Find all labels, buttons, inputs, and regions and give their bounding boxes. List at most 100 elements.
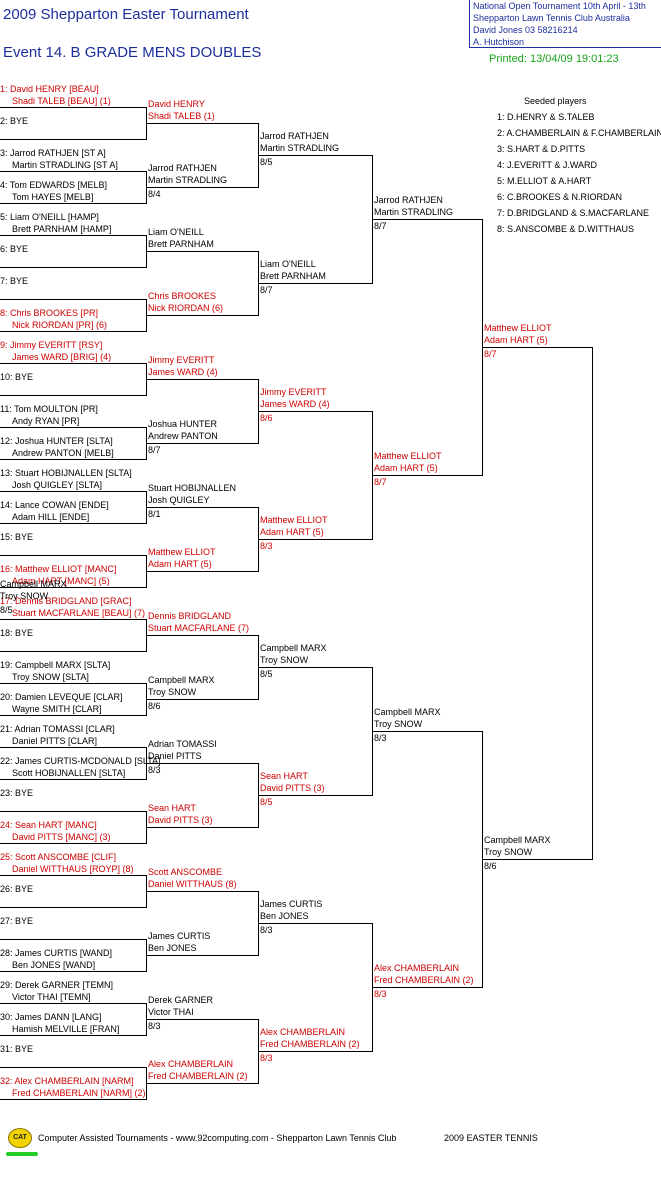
- match-player-b: Martin STRADLING: [148, 175, 228, 185]
- draw-entry-player-a: 7: BYE: [0, 276, 29, 286]
- match-player-a: Scott ANSCOMBE: [148, 867, 223, 877]
- draw-slot-line: [0, 715, 146, 716]
- match-line: [258, 155, 372, 156]
- match-player-a: Jarrod RATHJEN: [374, 195, 443, 205]
- match-player-a: Derek GARNER: [148, 995, 214, 1005]
- match-line: [258, 923, 372, 924]
- match-player-a: Alex CHAMBERLAIN: [260, 1027, 346, 1037]
- match-player-a: Matthew ELLIOT: [148, 547, 216, 557]
- draw-entry-player-b: Andrew PANTON [MELB]: [12, 447, 114, 458]
- draw-entry-player-b: Daniel WITTHAUS [ROYP] (8): [12, 863, 134, 874]
- match-player-a: Alex CHAMBERLAIN: [148, 1059, 234, 1069]
- draw-entry-player-a: 30: James DANN [LANG]: [0, 1012, 102, 1022]
- draw-entry-player-a: 29: Derek GARNER [TEMN]: [0, 980, 114, 990]
- draw-entry-player-b: Ben JONES [WAND]: [12, 959, 96, 970]
- match-line: [146, 1019, 258, 1020]
- info-box: [469, 0, 661, 48]
- match-player-a: Liam O'NEILL: [148, 227, 204, 237]
- draw-entry-player-a: 31: BYE: [0, 1044, 34, 1054]
- match-line: [146, 827, 258, 828]
- match-player-b: David PITTS (3): [148, 815, 213, 825]
- match-player-b: James WARD (4): [148, 367, 218, 377]
- match-player-a: Jarrod RATHJEN: [148, 163, 217, 173]
- match-player-b: Troy SNOW: [374, 719, 423, 729]
- match-score: 8/7: [260, 285, 273, 295]
- match-connector: [592, 347, 593, 860]
- draw-slot-line: [0, 683, 146, 684]
- match-player-b: Josh QUIGLEY: [148, 495, 210, 505]
- match-line: [146, 379, 258, 380]
- draw-entry-player-a: 3: Jarrod RATHJEN [ST A]: [0, 148, 106, 158]
- match-player-a: Alex CHAMBERLAIN: [374, 963, 460, 973]
- draw-slot-line: [0, 971, 146, 972]
- draw-entry-player-a: 13: Stuart HOBIJNALLEN [SLTA]: [0, 468, 132, 478]
- match-score: 8/3: [148, 1021, 161, 1031]
- match-player-a: James CURTIS: [148, 931, 211, 941]
- match-player-a: Sean HART: [260, 771, 308, 781]
- match-player-b: Troy SNOW: [484, 847, 533, 857]
- match-score: 8/7: [374, 477, 387, 487]
- match-score: 8/5: [260, 157, 273, 167]
- match-score: 8/5: [260, 797, 273, 807]
- draw-slot-line: [0, 651, 146, 652]
- draw-entry-player-a: 21: Adrian TOMASSI [CLAR]: [0, 724, 115, 734]
- match-player-b: Troy SNOW: [260, 655, 309, 665]
- match-player-b: Shadi TALEB (1): [148, 111, 215, 121]
- match-player-b: Stuart MACFARLANE (7): [148, 623, 250, 633]
- match-line: [146, 635, 258, 636]
- match-player-a: Campbell MARX: [484, 835, 551, 845]
- match-player-a: Campbell MARX: [260, 643, 327, 653]
- cat-logo-icon: CAT: [8, 1128, 32, 1148]
- draw-entry-player-b: David PITTS [MANC] (3): [12, 831, 111, 842]
- draw-slot-line: [0, 875, 146, 876]
- draw-slot-line: [0, 1003, 146, 1004]
- match-player-a: Jarrod RATHJEN: [260, 131, 329, 141]
- match-line: [482, 347, 592, 348]
- draw-entry-player-a: 23: BYE: [0, 788, 34, 798]
- match-player-b: Adam HART (5): [148, 559, 212, 569]
- draw-entry-player-b: Tom HAYES [MELB]: [12, 191, 94, 202]
- draw-entry-player-b: Brett PARNHAM [HAMP]: [12, 223, 112, 234]
- draw-entry-player-a: 5: Liam O'NEILL [HAMP]: [0, 212, 99, 222]
- match-line: [146, 763, 258, 764]
- draw-slot-line: [0, 363, 146, 364]
- draw-slot-line: [0, 171, 146, 172]
- match-line: [372, 475, 482, 476]
- draw-slot-line: [0, 555, 146, 556]
- draw-slot-line: [0, 843, 146, 844]
- match-score: 8/6: [148, 701, 161, 711]
- match-score: 8/3: [260, 1053, 273, 1063]
- draw-slot-line: [0, 267, 146, 268]
- match-player-a: Campbell MARX: [374, 707, 441, 717]
- footer-event-name: 2009 EASTER TENNIS: [444, 1133, 538, 1143]
- draw-entry-player-b: Troy SNOW [SLTA]: [12, 671, 89, 682]
- match-line: [258, 667, 372, 668]
- match-score: 8/3: [374, 733, 387, 743]
- event-title: Event 14. B GRADE MENS DOUBLES: [3, 44, 262, 61]
- match-player-a: Jimmy EVERITT: [260, 387, 327, 397]
- draw-entry-player-a: 26: BYE: [0, 884, 34, 894]
- info-line: A. Hutchison: [473, 37, 525, 47]
- match-player-a: Matthew ELLIOT: [374, 451, 442, 461]
- match-player-a: Jimmy EVERITT: [148, 355, 215, 365]
- match-score: 8/5: [0, 605, 13, 615]
- draw-entry-player-a: 2: BYE: [0, 116, 29, 126]
- seed-item: 8: S.ANSCOMBE & D.WITTHAUS: [497, 224, 635, 234]
- draw-entry-player-a: 4: Tom EDWARDS [MELB]: [0, 180, 108, 190]
- tournament-title: 2009 Shepparton Easter Tournament: [3, 6, 249, 23]
- match-player-a: Dennis BRIDGLAND: [148, 611, 232, 621]
- draw-entry-player-b: Stuart MACFARLANE [BEAU] (7): [12, 607, 146, 618]
- match-score: 8/3: [148, 765, 161, 775]
- draw-entry-player-a: 18: BYE: [0, 628, 34, 638]
- seed-item: 6: C.BROOKES & N.RIORDAN: [497, 192, 623, 202]
- draw-slot-line: [0, 587, 146, 588]
- draw-entry-player-a: 32: Alex CHAMBERLAIN [NARM]: [0, 1076, 134, 1086]
- draw-entry-player-b: Victor THAI [TEMN]: [12, 991, 91, 1002]
- draw-entry-player-a: 17: Dennis BRIDGLAND [GRAC]: [0, 596, 132, 606]
- match-player-a: Matthew ELLIOT: [260, 515, 328, 525]
- match-player-a: David HENRY: [148, 99, 205, 109]
- match-line: [146, 1083, 258, 1084]
- match-player-b: Ben JONES: [148, 943, 197, 953]
- match-player-b: Fred CHAMBERLAIN (2): [374, 975, 474, 985]
- match-line: [146, 699, 258, 700]
